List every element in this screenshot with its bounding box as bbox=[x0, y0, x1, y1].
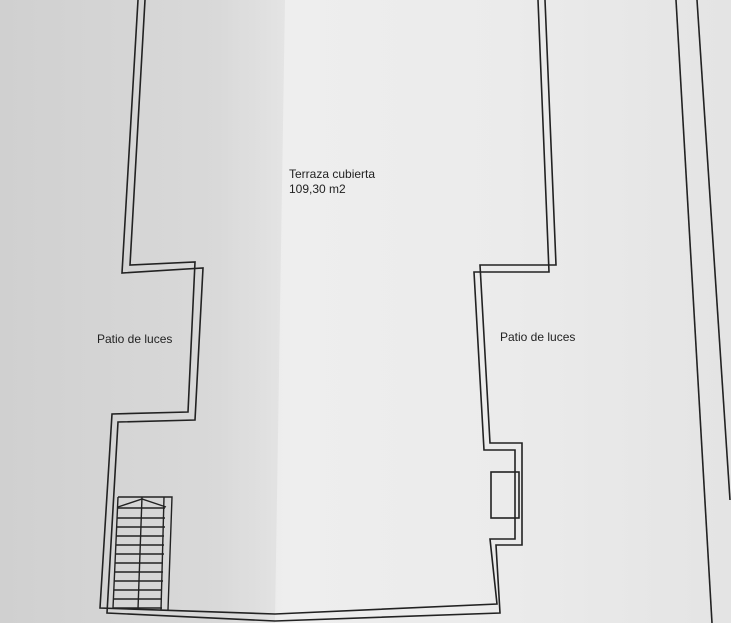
outer-wall bbox=[106, 0, 557, 622]
paper-edge-line bbox=[696, 0, 731, 501]
room-label-terraza: Terraza cubierta 109,30 m2 bbox=[289, 167, 375, 197]
inner-wall bbox=[99, 0, 550, 615]
staircase bbox=[112, 496, 173, 611]
paper-fold-shade bbox=[0, 0, 285, 623]
room-label-patio-right: Patio de luces bbox=[500, 330, 576, 344]
paper-edge-line bbox=[675, 0, 713, 623]
window-frame bbox=[490, 471, 520, 519]
room-name: Terraza cubierta bbox=[289, 167, 376, 181]
room-area: 109,30 m2 bbox=[289, 182, 346, 196]
room-label-patio-left: Patio de luces bbox=[97, 332, 173, 346]
